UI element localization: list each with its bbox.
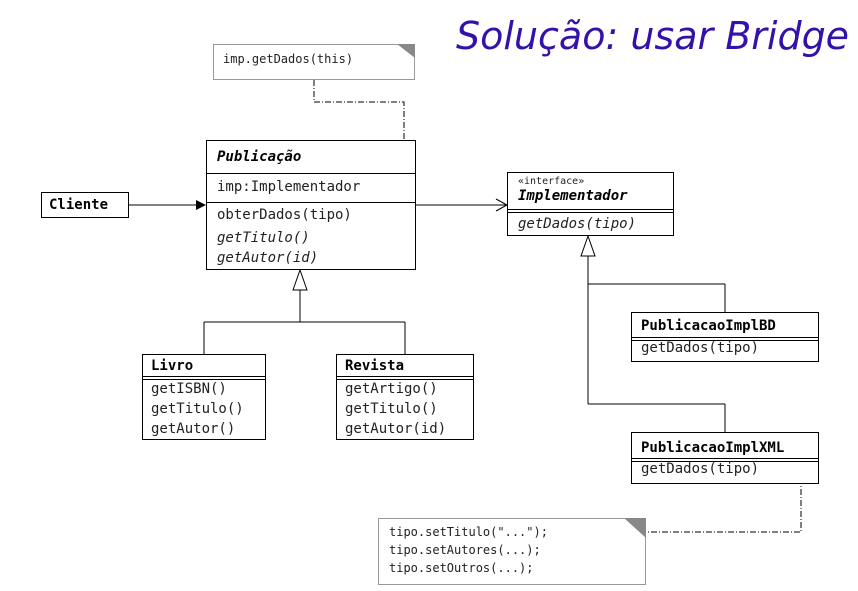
interface-implementador: «interface» Implementador getDados(tipo) bbox=[507, 172, 674, 236]
class-publicacao-name: Publicação bbox=[217, 149, 302, 165]
note-fold-corner bbox=[397, 44, 415, 58]
revista-method: getArtigo() bbox=[345, 381, 438, 397]
class-cliente: Cliente bbox=[41, 192, 129, 218]
class-divider bbox=[632, 340, 818, 341]
revista-method: getAutor(id) bbox=[345, 421, 447, 437]
note-bottom: tipo.setTitulo("..."); tipo.setAutores(.… bbox=[378, 518, 646, 585]
class-revista-name: Revista bbox=[345, 358, 405, 374]
class-livro: Livro getISBN() getTitulo() getAutor() bbox=[142, 354, 266, 440]
interface-implementador-name: Implementador bbox=[518, 188, 628, 204]
publicacao-attribute: imp:Implementador bbox=[217, 179, 361, 195]
livro-method: getTitulo() bbox=[151, 401, 244, 417]
impl-bd-method: getDados(tipo) bbox=[641, 340, 760, 356]
class-revista: Revista getArtigo() getTitulo() getAutor… bbox=[336, 354, 474, 440]
implementador-realization-triangle bbox=[580, 234, 596, 257]
interface-stereotype: «interface» bbox=[518, 176, 585, 187]
publicacao-method: obterDados(tipo) bbox=[217, 207, 352, 223]
class-divider bbox=[337, 379, 473, 380]
note-bottom-line: tipo.setOutros(...); bbox=[389, 561, 534, 575]
class-divider bbox=[632, 461, 818, 462]
class-publicacao: Publicação imp:Implementador obterDados(… bbox=[206, 140, 416, 270]
publicacao-method: getTitulo() bbox=[217, 230, 310, 246]
class-divider bbox=[337, 376, 473, 377]
note-bottom-line: tipo.setTitulo("..."); bbox=[389, 525, 548, 539]
impl-xml-method: getDados(tipo) bbox=[641, 461, 760, 477]
note-fold-corner bbox=[624, 518, 646, 538]
cliente-association-arrowhead bbox=[196, 200, 206, 210]
class-divider bbox=[508, 209, 673, 210]
class-divider bbox=[632, 458, 818, 459]
publicacao-method: getAutor(id) bbox=[217, 250, 319, 266]
class-divider bbox=[207, 173, 415, 174]
class-publicacao-impl-xml-name: PublicacaoImplXML bbox=[641, 440, 785, 456]
note-top: imp.getDados(this) bbox=[213, 44, 415, 80]
livro-method: getAutor() bbox=[151, 421, 236, 437]
class-publicacao-impl-xml: PublicacaoImplXML getDados(tipo) bbox=[631, 432, 819, 484]
class-divider bbox=[143, 376, 265, 377]
class-divider bbox=[632, 337, 818, 338]
revista-method: getTitulo() bbox=[345, 401, 438, 417]
class-livro-name: Livro bbox=[151, 358, 194, 374]
class-cliente-name: Cliente bbox=[49, 197, 109, 213]
note-top-text: imp.getDados(this) bbox=[223, 52, 354, 66]
class-publicacao-impl-bd-name: PublicacaoImplBD bbox=[641, 318, 776, 334]
class-divider bbox=[508, 212, 673, 213]
class-divider bbox=[143, 379, 265, 380]
note-bottom-line: tipo.setAutores(...); bbox=[389, 543, 541, 557]
slide-title: Solução: usar Bridge bbox=[456, 14, 850, 58]
class-divider bbox=[207, 202, 415, 203]
publicacao-generalization-triangle bbox=[292, 268, 308, 291]
implementador-method: getDados(tipo) bbox=[518, 216, 637, 232]
class-publicacao-impl-bd: PublicacaoImplBD getDados(tipo) bbox=[631, 312, 819, 362]
bottom-note-link bbox=[646, 478, 802, 533]
livro-method: getISBN() bbox=[151, 381, 227, 397]
